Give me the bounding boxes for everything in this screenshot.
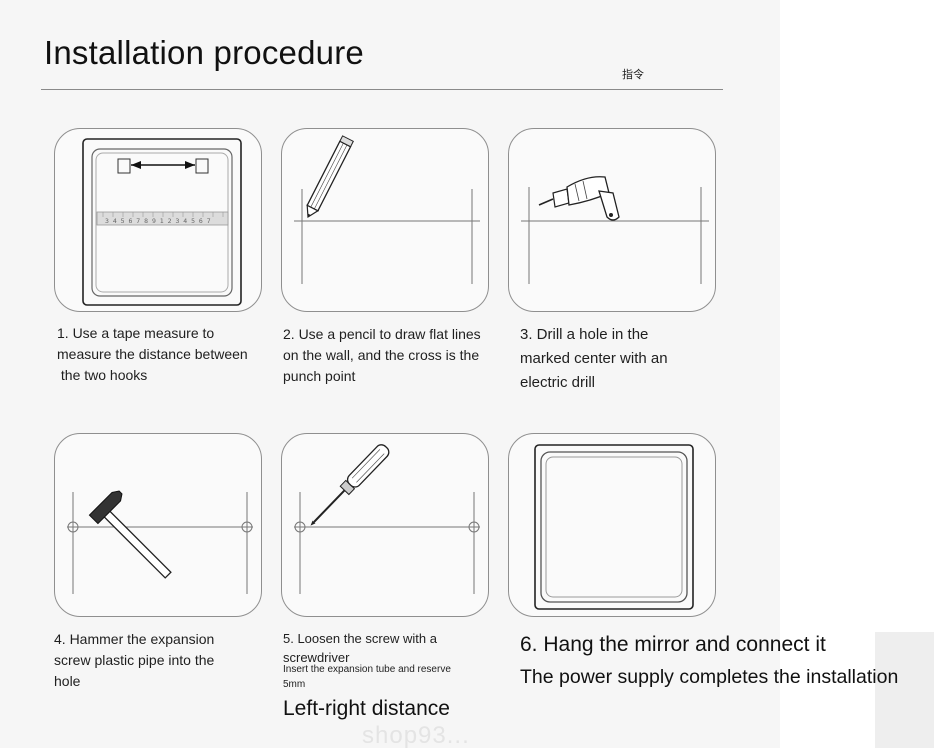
step-5-illustration: [281, 433, 489, 617]
step-6-caption: 6. Hang the mirror and connect it: [520, 633, 826, 656]
ruler-numbers: 3 4 5 6 7 8 9 1 2 3 4 5 6 7: [105, 217, 211, 225]
step-5-note: Insert the expansion tube and reserve 5m…: [283, 664, 451, 690]
screwdriver-icon: [294, 444, 480, 594]
step-1-caption: 1. Use a tape measure to measure the dis…: [57, 325, 248, 383]
step-1-illustration: 3 4 5 6 7 8 9 1 2 3 4 5 6 7: [54, 128, 262, 312]
hammer-icon: [67, 490, 253, 594]
pencil-icon: [294, 135, 480, 284]
cjk-label: 指令: [622, 68, 644, 81]
step-2-illustration: [281, 128, 489, 312]
step-4-illustration: [54, 433, 262, 617]
electric-drill-icon: [521, 176, 709, 284]
step-5-caption: 5. Loosen the screw with a screwdriver: [283, 631, 437, 665]
mirror-icon: [534, 444, 694, 610]
step-6-subcaption: The power supply completes the installat…: [520, 666, 899, 688]
left-right-distance-label: Left-right distance: [283, 697, 450, 720]
watermark: shop93...: [362, 722, 470, 749]
title-divider: [41, 89, 723, 90]
step-2-caption: 2. Use a pencil to draw flat lines on th…: [283, 326, 481, 384]
step-3-illustration: [508, 128, 716, 312]
instruction-panel: [0, 0, 780, 748]
side-block: [875, 632, 934, 748]
step-4-caption: 4. Hammer the expansion screw plastic pi…: [54, 631, 215, 689]
step-3-caption: 3. Drill a hole in the marked center wit…: [520, 326, 668, 391]
tape-measure-icon: 3 4 5 6 7 8 9 1 2 3 4 5 6 7: [82, 138, 242, 306]
page-title: Installation procedure: [44, 34, 364, 71]
step-6-illustration: [508, 433, 716, 617]
